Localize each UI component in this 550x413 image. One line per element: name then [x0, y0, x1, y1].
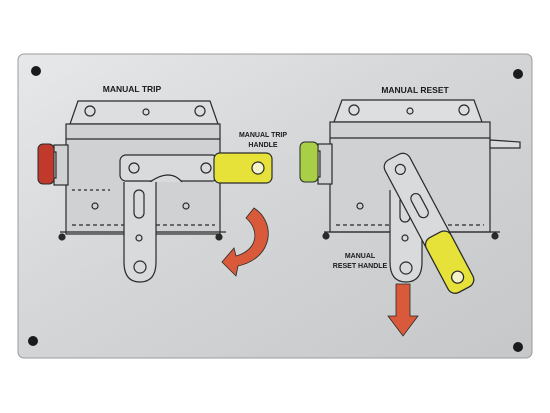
- mounting-hole-icon: [513, 69, 523, 79]
- manual-trip-diagram: [49, 100, 226, 283]
- mounting-hole-icon: [513, 342, 523, 352]
- trip-vertical-arm: [123, 182, 157, 283]
- down-arrow-icon: [387, 283, 419, 337]
- curved-arrow-icon: [221, 207, 269, 277]
- left-panel-title: MANUAL TRIP: [103, 84, 162, 94]
- trip-handle-label-line1: MANUAL TRIP: [239, 132, 287, 139]
- reset-top-bracket: [333, 99, 483, 123]
- manual-trip-handle: [213, 152, 273, 184]
- right-panel-title: MANUAL RESET: [381, 85, 449, 95]
- trip-button: [37, 143, 55, 185]
- mounting-hole-icon: [28, 336, 38, 346]
- mounting-holes: [28, 66, 523, 352]
- trip-handle-label-line2: HANDLE: [248, 142, 277, 149]
- reset-button: [299, 141, 319, 183]
- mounting-hole-icon: [31, 66, 41, 76]
- reset-handle-label-line2: RESET HANDLE: [333, 263, 388, 270]
- reset-handle-label-line1: MANUAL: [345, 253, 376, 260]
- manual-reset-handle: [383, 152, 475, 294]
